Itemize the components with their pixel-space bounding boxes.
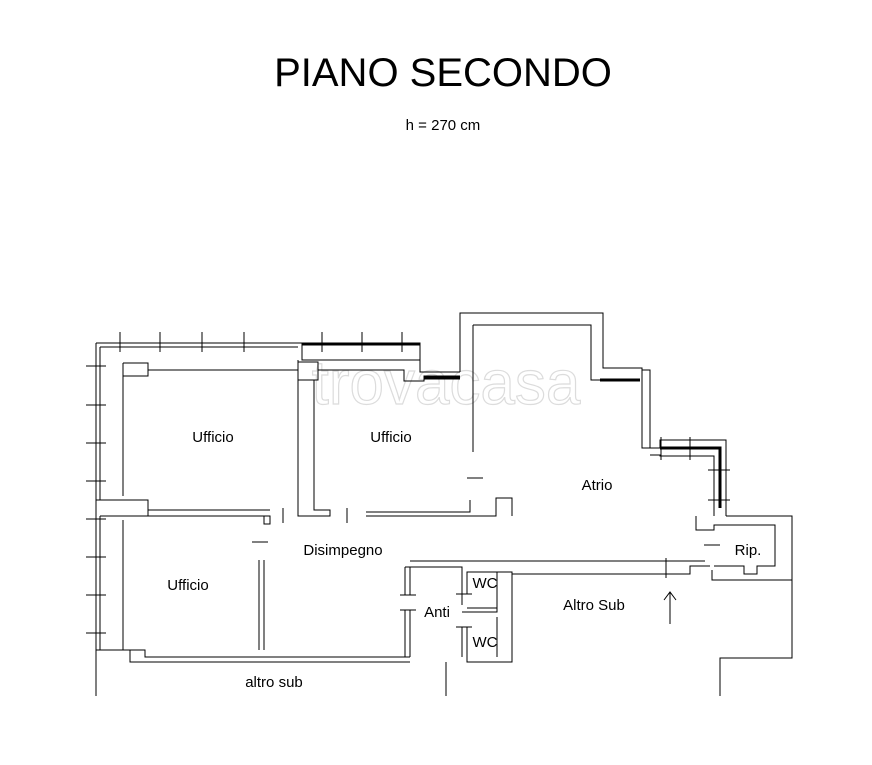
room-label-ufficio-top-left: Ufficio [192, 429, 233, 446]
room-label-disimpegno: Disimpegno [303, 542, 382, 559]
plan-title: PIANO SECONDO [274, 51, 612, 95]
interior-walls [148, 496, 513, 663]
room-label-wc-upper: WC [473, 575, 498, 592]
room-label-ufficio-bottom-left: Ufficio [167, 577, 208, 594]
window-ticks [86, 332, 730, 634]
watermark: trovacasa [312, 349, 581, 418]
room-label-wc-lower: WC [473, 634, 498, 651]
room-label-altro-sub-right: Altro Sub [563, 597, 625, 614]
room-label-ufficio-top-center: Ufficio [370, 429, 411, 446]
door-markers [252, 477, 720, 628]
room-label-ripostiglio: Rip. [735, 542, 762, 559]
room-label-atrio: Atrio [582, 477, 613, 494]
room-label-altro-sub-bottom: altro sub [245, 674, 303, 691]
exterior-walls [95, 312, 793, 696]
room-label-anti: Anti [424, 604, 450, 621]
room-labels: Ufficio Ufficio Atrio Rip. Disimpegno Uf… [167, 429, 761, 691]
height-note: h = 270 cm [406, 117, 481, 134]
